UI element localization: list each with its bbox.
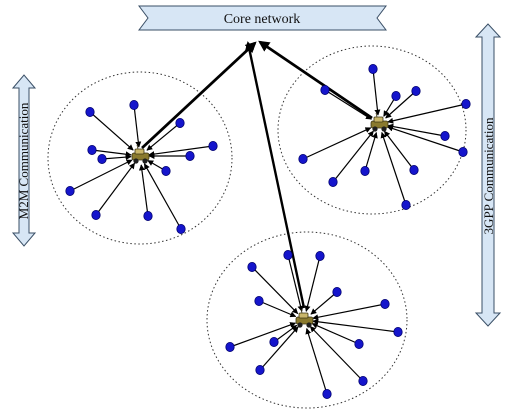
uplink-left	[141, 41, 257, 150]
device-node-icon	[175, 118, 185, 129]
device-link	[310, 291, 338, 315]
device-link	[302, 127, 372, 160]
3gpp-communication-arrow: 3GPP Communication	[474, 23, 502, 327]
device-node-icon	[283, 249, 293, 260]
device-node-icon	[255, 364, 265, 375]
device-edges	[69, 68, 467, 395]
device-node-icon	[322, 388, 332, 399]
uplink-right	[258, 40, 373, 120]
device-node-icon	[380, 298, 390, 309]
device-node-icon	[97, 153, 107, 164]
cluster-boundary-bottom	[206, 231, 408, 409]
m2m-communication-arrow: M2M Communication	[11, 74, 37, 247]
device-link	[95, 162, 136, 216]
device-link	[304, 255, 321, 312]
device-link	[251, 266, 299, 315]
device-node-icon	[129, 100, 139, 111]
device-node-icon	[328, 176, 338, 187]
device-node-icon	[91, 209, 101, 220]
device-link	[69, 159, 133, 192]
device-node-icon	[358, 375, 368, 386]
device-link	[372, 68, 381, 116]
device-link	[312, 303, 386, 321]
vehicle-gateway-icon	[295, 308, 314, 328]
device-node-icon	[87, 144, 97, 155]
device-link	[146, 122, 181, 151]
device-link	[385, 90, 417, 119]
device-link	[386, 125, 464, 153]
device-node-icon	[176, 223, 186, 234]
device-node-icon	[225, 341, 235, 352]
device-link	[312, 318, 399, 333]
device-link	[89, 111, 134, 151]
device-link	[133, 104, 142, 148]
core-uplinks	[141, 40, 373, 309]
device-node-icon	[320, 85, 330, 96]
cluster-boundary-left	[47, 71, 233, 245]
device-node-icon	[65, 185, 75, 196]
3gpp-communication-label: 3GPP Communication	[481, 117, 496, 234]
device-node-icon	[85, 107, 95, 118]
device-node-icon	[458, 146, 468, 157]
device-link	[101, 154, 132, 161]
device-node-icon	[254, 295, 264, 306]
device-node-icon	[208, 140, 218, 151]
core-network-banner: Core network	[138, 5, 387, 31]
device-node-icon	[440, 130, 450, 141]
uplink-bottom	[244, 41, 306, 309]
core-network-label: Core network	[224, 12, 301, 27]
device-node-icon	[411, 86, 421, 97]
device-node-icon	[315, 250, 325, 261]
device-link	[332, 130, 374, 183]
device-node-icon	[401, 199, 411, 210]
device-node-icon	[368, 64, 378, 75]
device-node-icon	[143, 210, 153, 221]
device-node-icon	[247, 261, 257, 272]
device-nodes	[65, 64, 471, 399]
device-link	[138, 164, 149, 217]
device-link	[259, 326, 299, 371]
device-link	[287, 254, 304, 312]
device-link	[305, 328, 328, 395]
device-node-icon	[269, 336, 279, 347]
device-link	[324, 89, 372, 120]
device-link	[148, 145, 214, 158]
device-node-icon	[298, 153, 308, 164]
device-link	[258, 300, 297, 318]
device-link	[311, 323, 360, 345]
device-link	[143, 163, 182, 230]
m2m-communication-label: M2M Communication	[16, 102, 31, 219]
device-link	[229, 322, 297, 348]
device-link	[387, 123, 446, 137]
device-node-icon	[332, 286, 342, 297]
device-link	[383, 130, 415, 171]
device-node-icon	[354, 338, 364, 349]
device-node-icon	[185, 150, 195, 161]
gateways	[131, 112, 389, 328]
vehicle-gateway-icon	[370, 112, 389, 132]
device-node-icon	[393, 326, 403, 337]
device-link	[387, 103, 467, 124]
device-node-icon	[360, 165, 370, 176]
device-node-icon	[461, 99, 471, 110]
device-node-icon	[391, 91, 401, 102]
cluster-boundary-right	[277, 45, 467, 215]
device-link	[309, 326, 364, 382]
vehicle-gateway-icon	[131, 144, 150, 164]
device-link	[364, 132, 378, 172]
device-node-icon	[409, 164, 419, 175]
device-link	[380, 131, 407, 206]
device-link	[91, 149, 132, 158]
device-node-icon	[161, 165, 171, 176]
